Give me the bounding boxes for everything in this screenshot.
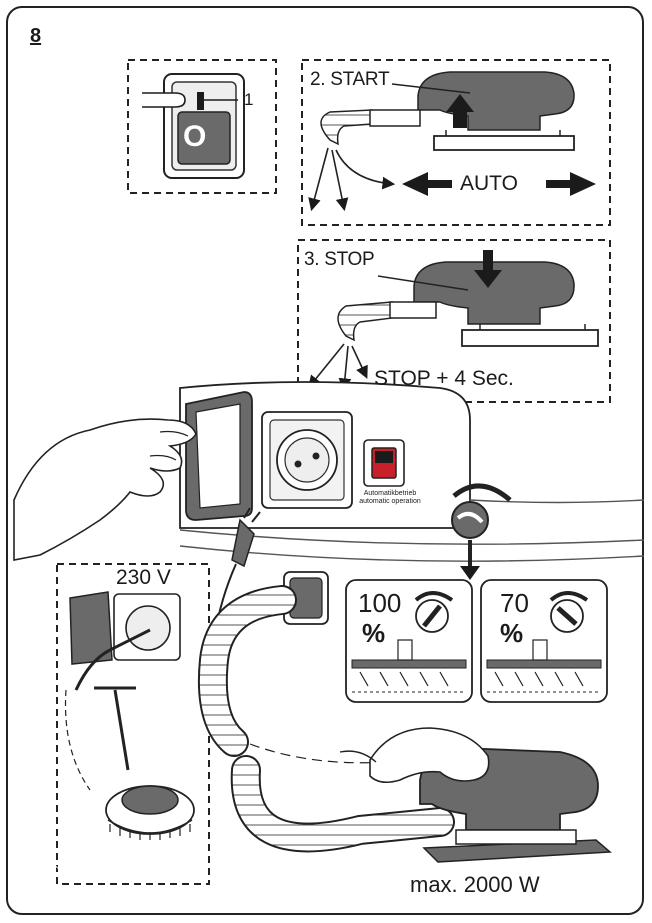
left-arrow-icon xyxy=(402,172,452,196)
switch-off-mark: O xyxy=(183,122,206,152)
right-arrow-icon xyxy=(546,172,596,196)
sander-icon xyxy=(418,72,574,130)
suction-unit-100: % xyxy=(362,620,385,646)
down-arrow-icon xyxy=(460,566,480,580)
auto-mode-label: AUTO xyxy=(460,173,518,194)
voltage-label: 230 V xyxy=(116,567,171,588)
stop-delay-label: STOP + 4 Sec. xyxy=(374,368,514,389)
suction-value-70: 70 xyxy=(500,590,529,616)
start-label: 2. START xyxy=(310,70,389,89)
switch-caption-en: automatic operation xyxy=(356,498,424,506)
hose-icon xyxy=(338,302,392,340)
suction-unit-70: % xyxy=(500,620,523,646)
max-power-label: max. 2000 W xyxy=(410,874,540,896)
suction-value-100: 100 xyxy=(358,590,401,616)
figure-number: 8 xyxy=(30,26,41,46)
switch-on-mark: 1 xyxy=(244,91,253,108)
stop-label: 3. STOP xyxy=(304,250,374,269)
voltage-panel xyxy=(57,564,209,884)
switch-caption-de: Automatikbetrieb xyxy=(356,490,424,498)
switch-caption: Automatikbetrieb automatic operation xyxy=(356,490,424,506)
hose-icon xyxy=(321,110,372,144)
hand-illustration xyxy=(14,419,196,560)
finger-icon xyxy=(142,93,185,107)
